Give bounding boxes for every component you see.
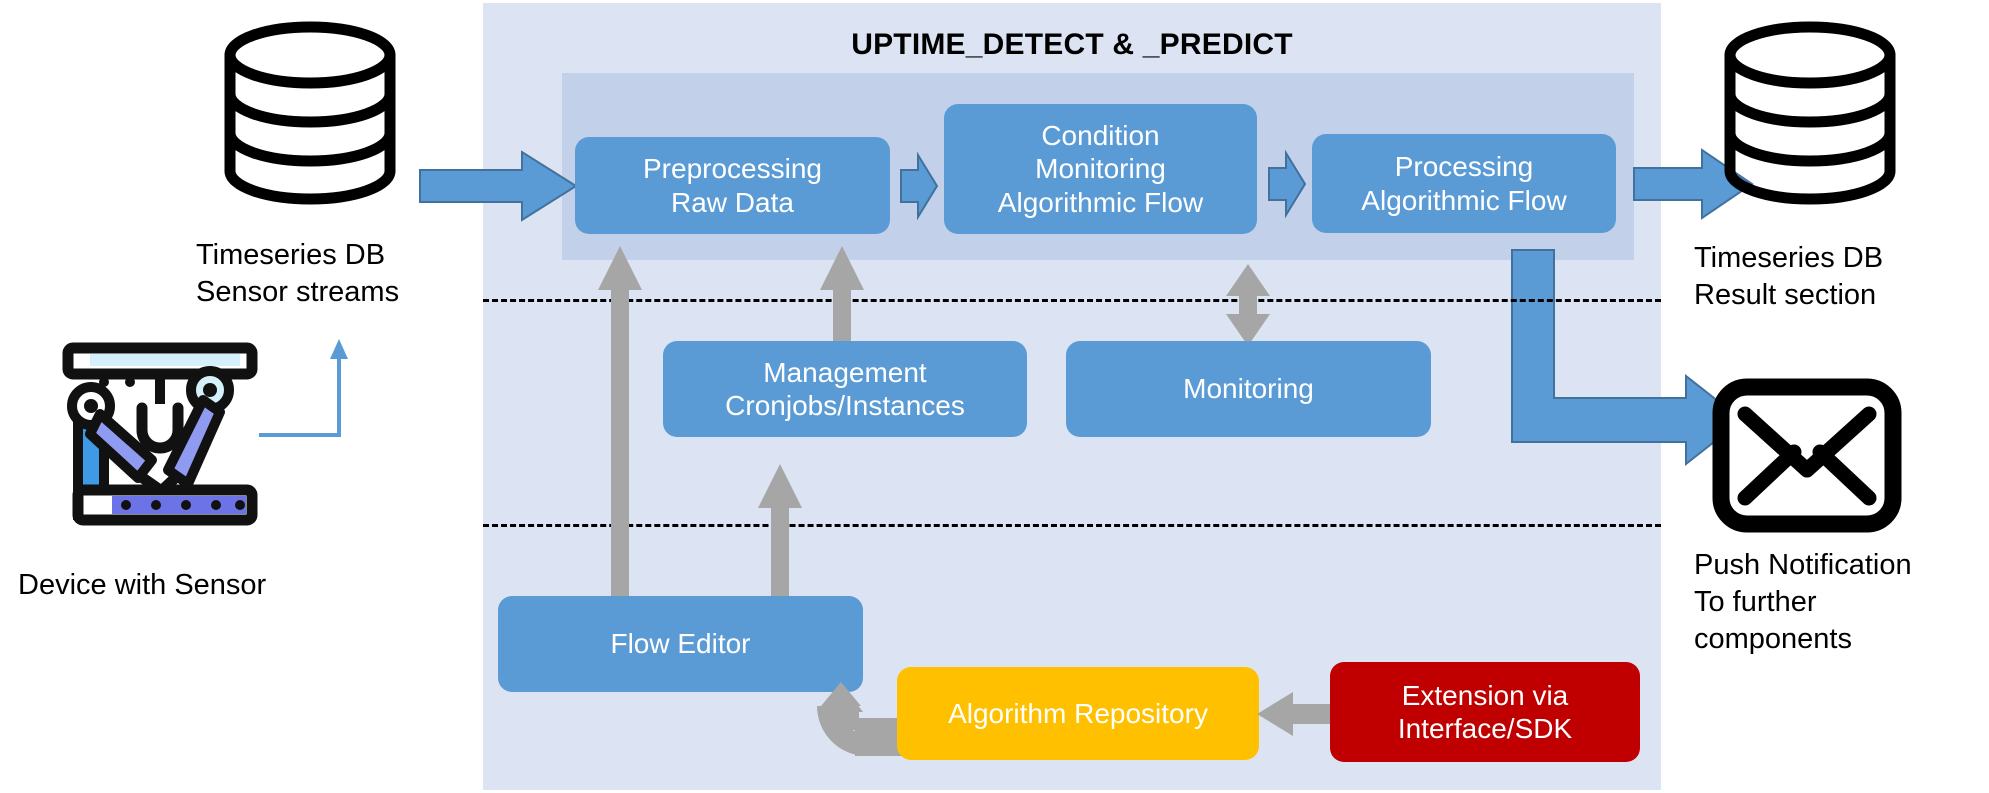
extension-to-algorepo-arrow-icon	[1255, 690, 1339, 738]
box-monitoring-label: Monitoring	[1183, 373, 1314, 405]
db-to-preprocessing-arrow-icon	[418, 150, 578, 222]
management-to-preprocessing-arrow-icon	[818, 244, 866, 344]
condition-to-processing-chevron-icon	[1266, 149, 1308, 219]
db-right-label: Timeseries DB Result section	[1694, 242, 1884, 312]
dashed-line-top	[483, 299, 1661, 302]
database-cylinder-icon	[215, 18, 405, 208]
box-processing[interactable]: Processing Algorithmic Flow	[1312, 134, 1616, 233]
box-preprocessing-label: Preprocessing Raw Data	[643, 153, 822, 218]
robot-arm-device-icon	[60, 338, 260, 528]
push-notification-label: Push Notification To further components	[1694, 549, 1912, 656]
box-monitoring[interactable]: Monitoring	[1066, 341, 1431, 437]
db-left-label: Timeseries DB Sensor streams	[196, 239, 400, 309]
floweditor-to-preprocessing-arrow-icon	[596, 244, 644, 602]
box-extension-label: Extension via Interface/SDK	[1397, 679, 1573, 744]
database-cylinder-icon-right	[1715, 18, 1905, 208]
algorepo-to-floweditor-arrow-icon	[779, 682, 914, 766]
processing-to-notification-arrow-icon	[1510, 248, 1755, 483]
box-management[interactable]: Management Cronjobs/Instances	[663, 341, 1027, 437]
processing-to-db-arrow-icon	[1632, 148, 1754, 220]
box-processing-label: Processing Algorithmic Flow	[1361, 151, 1567, 216]
floweditor-to-management-arrow-icon	[756, 462, 804, 602]
box-flow-editor-label: Flow Editor	[610, 628, 751, 660]
box-management-label: Management Cronjobs/Instances	[725, 356, 965, 421]
dashed-line-bottom	[483, 524, 1661, 527]
box-extension[interactable]: Extension via Interface/SDK	[1330, 662, 1640, 762]
envelope-icon	[1712, 378, 1902, 533]
page-title: UPTIME_DETECT & _PREDICT	[851, 28, 1293, 61]
box-flow-editor[interactable]: Flow Editor	[498, 596, 863, 692]
box-preprocessing[interactable]: Preprocessing Raw Data	[575, 137, 890, 234]
preprocessing-to-condition-chevron-icon	[898, 151, 940, 221]
device-label: Device with Sensor	[18, 569, 267, 601]
box-condition-monitoring-label: Condition Monitoring Algorithmic Flow	[997, 120, 1204, 218]
box-algorithm-repository[interactable]: Algorithm Repository	[897, 667, 1259, 760]
box-condition-monitoring[interactable]: Condition Monitoring Algorithmic Flow	[944, 104, 1257, 234]
monitoring-to-processing-double-arrow-icon	[1224, 262, 1272, 348]
box-algorithm-repository-label: Algorithm Repository	[948, 697, 1208, 729]
device-to-db-arrow-icon	[255, 335, 365, 445]
